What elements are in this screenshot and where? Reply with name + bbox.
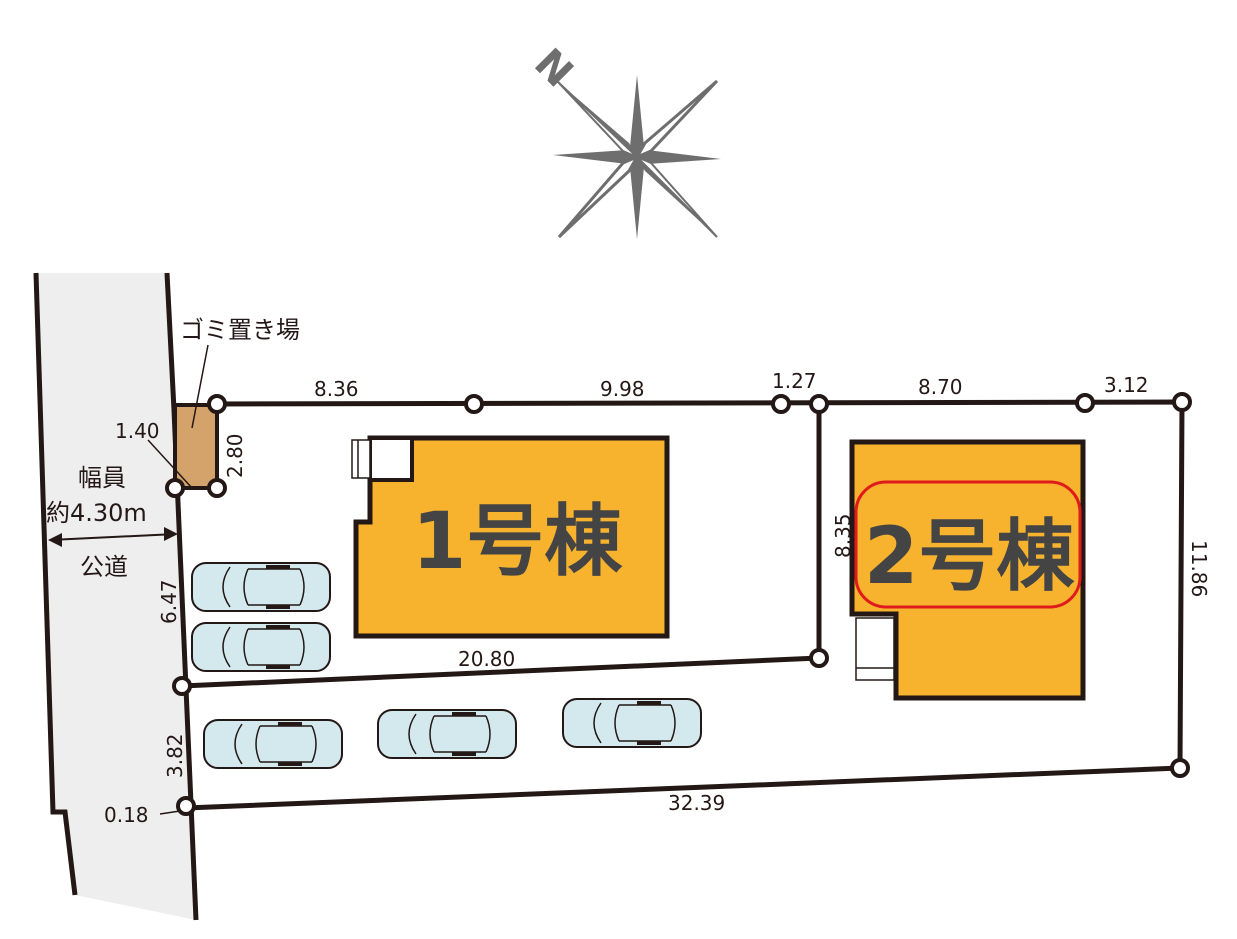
parking-space-4 — [377, 709, 517, 759]
garbage-depth-dim: 2.80 — [223, 433, 247, 478]
compass-north-label: N — [525, 40, 581, 96]
dim-top-2: 9.98 — [600, 377, 645, 401]
building-2: 2号棟 — [849, 439, 1086, 701]
parking-space-1 — [191, 562, 331, 612]
garbage-area-label: ゴミ置き場 — [180, 316, 300, 344]
building-1: 1号棟 — [351, 435, 670, 639]
garbage-width-dim: 1.40 — [115, 419, 160, 443]
dim-top-5: 3.12 — [1104, 373, 1149, 397]
dim-lot2-right: 11.86 — [1187, 540, 1211, 597]
dim-driveway-bottom: 32.39 — [668, 791, 725, 815]
parking-space-2 — [191, 622, 331, 672]
boundary-markers — [165, 392, 1192, 816]
dim-top-4: 8.70 — [918, 375, 963, 399]
dim-driveway-left: 3.82 — [163, 733, 187, 778]
road-width-value: 約4.30m — [46, 499, 147, 527]
dim-lot1-left: 6.47 — [157, 579, 181, 624]
parking-space-3 — [203, 719, 343, 769]
dim-corner-offset: 0.18 — [104, 803, 149, 827]
dim-lot1-bottom: 20.80 — [458, 647, 515, 671]
parking-space-5 — [562, 698, 702, 748]
road-label: 公道 — [80, 553, 128, 581]
dim-lot1-right: 8.35 — [831, 513, 855, 558]
road-width-label: 幅員 — [78, 464, 126, 492]
building-1-label: 1号棟 — [412, 497, 623, 587]
dim-top-1: 8.36 — [314, 377, 359, 401]
building-2-highlight — [854, 480, 1082, 609]
public-road — [36, 273, 196, 920]
road-width-arrow — [48, 527, 178, 547]
dim-top-3: 1.27 — [772, 369, 817, 393]
compass-rose-icon — [553, 75, 721, 239]
building-2-label: 2号棟 — [864, 512, 1075, 602]
